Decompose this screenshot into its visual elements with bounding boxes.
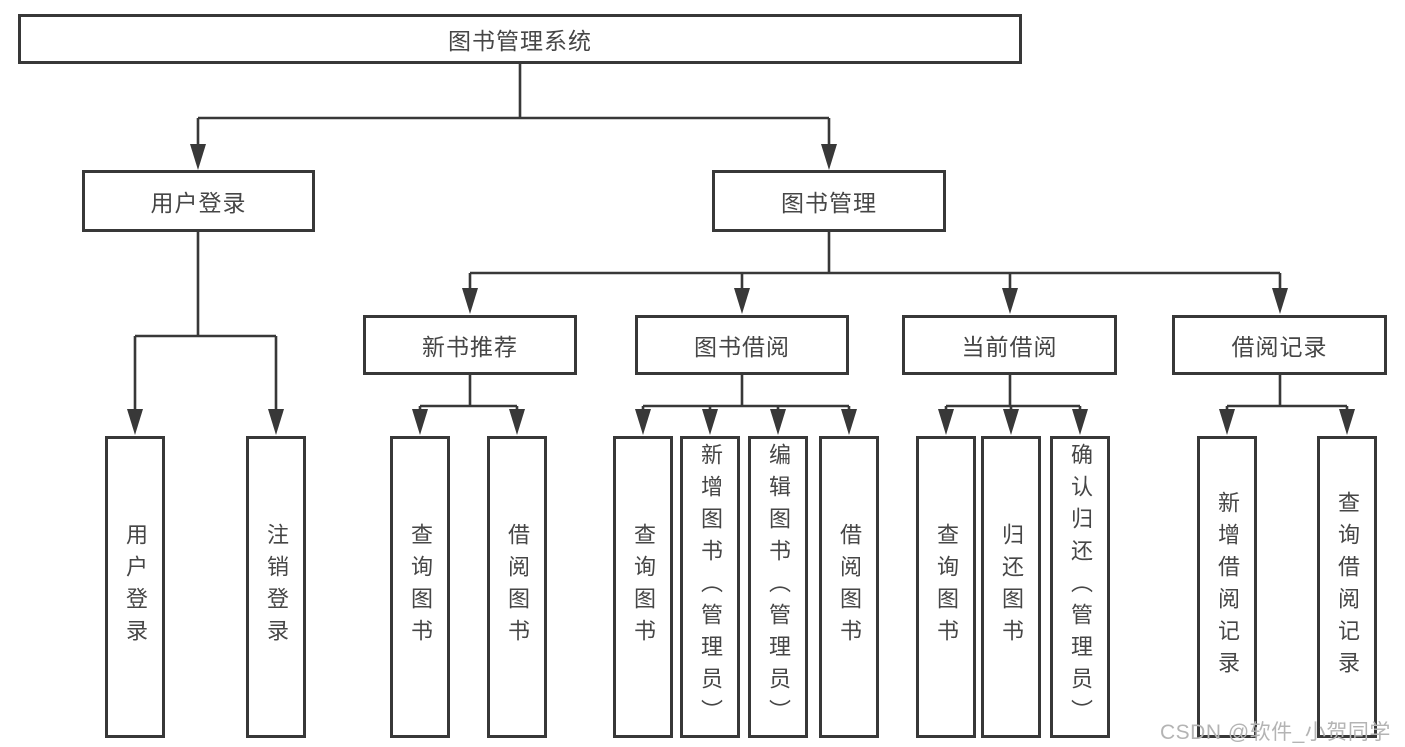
node-user-login: 用户登录 [82, 170, 315, 232]
leaf-records-add-record: 新增借阅记录 [1197, 436, 1257, 738]
node-borrow-records: 借阅记录 [1172, 315, 1387, 375]
node-book-management: 图书管理 [712, 170, 946, 232]
leaf-borrow-borrow-books: 借阅图书 [819, 436, 879, 738]
leaf-current-return-books: 归还图书 [981, 436, 1041, 738]
leaf-borrow-add-books-admin: 新增图书（管理员） [680, 436, 740, 738]
leaf-current-query-books: 查询图书 [916, 436, 976, 738]
node-root: 图书管理系统 [18, 14, 1022, 64]
csdn-watermark: CSDN @软件_小贺同学 [1160, 721, 1391, 744]
arrowheads [127, 144, 1355, 435]
leaf-newbook-borrow-books: 借阅图书 [487, 436, 547, 738]
leaf-borrow-query-books: 查询图书 [613, 436, 673, 738]
leaf-newbook-query-books: 查询图书 [390, 436, 450, 738]
node-new-book-recommend: 新书推荐 [363, 315, 577, 375]
node-book-borrow: 图书借阅 [635, 315, 849, 375]
node-current-borrow: 当前借阅 [902, 315, 1117, 375]
leaf-user-login: 用户登录 [105, 436, 165, 738]
leaf-current-confirm-return-admin: 确认归还（管理员） [1050, 436, 1110, 738]
leaf-records-query-record: 查询借阅记录 [1317, 436, 1377, 738]
leaf-borrow-edit-books-admin: 编辑图书（管理员） [748, 436, 808, 738]
leaf-logout: 注销登录 [246, 436, 306, 738]
